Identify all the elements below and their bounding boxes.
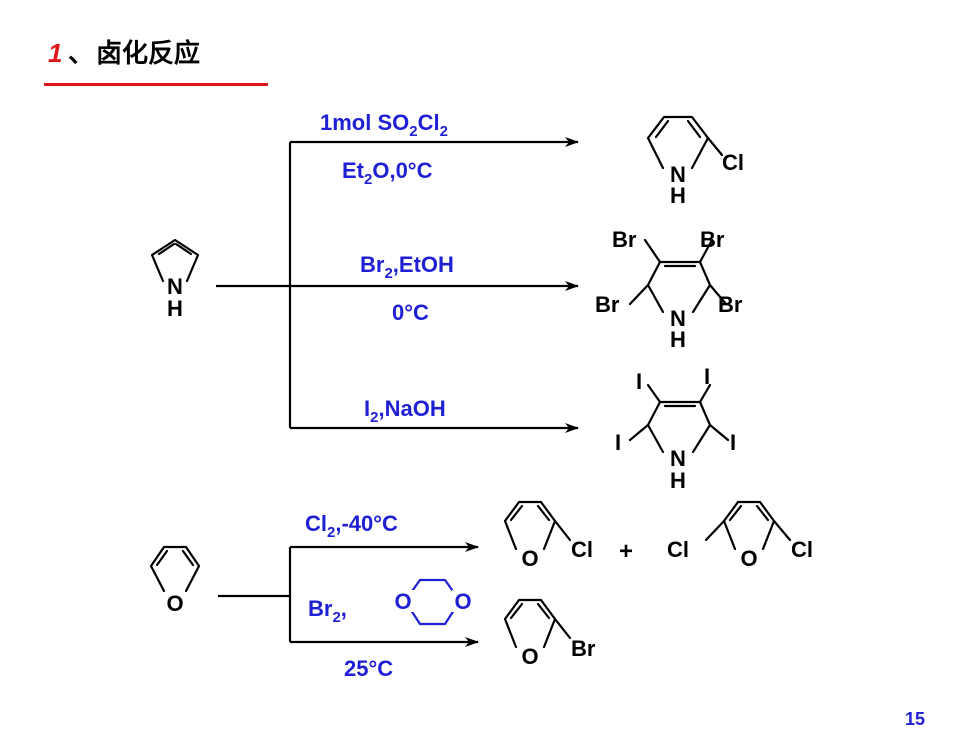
product-br-label: Br [612,227,637,252]
pyrrole-n-label: N [167,274,183,299]
condition-temperature: 0°C [392,300,429,325]
product-br-label: Br [595,292,620,317]
product-o-label: O [521,546,538,571]
condition-solvent: Et2O,0°C [342,158,433,188]
product-n-label: N [670,306,686,331]
condition-reagent: Br2,EtOH [360,252,454,282]
dioxane-o-left: O [394,589,411,614]
product-h-label: H [670,327,686,352]
condition-reagent: Br2, [308,596,347,626]
page-number: 15 [905,709,925,729]
product-cl-label: Cl [722,150,744,175]
furan-o-label: O [166,591,183,616]
product-cl-label: Cl [791,537,813,562]
product-br-label: Br [700,227,725,252]
product-n-label: N [670,162,686,187]
condition-iodination: I2,NaOH [364,396,446,426]
product-h-label: H [670,183,686,208]
product-tetrabromopyrrole: N H Br Br Br Br [595,227,743,352]
furan-reactant: O [149,545,201,616]
condition-furan-chlorination: Cl2,-40°C [305,511,398,541]
product-2-5-dichlorofuran: O Cl Cl [667,500,813,571]
condition-chlorination: 1mol SO2Cl2 Et2O,0°C [320,110,448,188]
condition-reagent: Cl2,-40°C [305,511,398,541]
product-br-label: Br [718,292,743,317]
product-n-label: N [670,446,686,471]
condition-reagent: I2,NaOH [364,396,446,426]
title-separator: 、 [68,38,94,68]
title-underline [44,83,268,86]
product-br-label: Br [571,636,596,661]
condition-temperature: 25°C [344,656,393,681]
product-h-label: H [670,468,686,493]
pyrrole-h-label: H [167,296,183,321]
plus-sign: + [619,538,633,565]
product-2-bromofuran: O Br [503,598,596,669]
product-cl-label: Cl [667,537,689,562]
product-o-label: O [740,546,757,571]
product-2-chloropyrrole: N H Cl [646,115,744,208]
slide-title: 1 、 卤化反应 [44,38,268,86]
title-text: 卤化反应 [96,38,200,68]
title-number: 1 [48,38,62,68]
dioxane-structure: O O [392,578,474,626]
product-o-label: O [521,644,538,669]
product-2-chlorofuran: O Cl [503,500,593,571]
dioxane-o-right: O [454,589,471,614]
condition-bromination: Br2,EtOH 0°C [360,252,454,325]
condition-reagent: 1mol SO2Cl2 [320,110,448,140]
product-i-label: I [636,369,642,394]
pyrrole-reactant: N H [150,238,200,321]
product-i-label: I [730,430,736,455]
product-cl-label: Cl [571,537,593,562]
product-i-label: I [615,430,621,455]
product-tetraiodopyrrole: N H I I I I [615,364,736,493]
condition-furan-bromination: Br2, 25°C [308,596,393,681]
product-i-label: I [704,364,710,389]
